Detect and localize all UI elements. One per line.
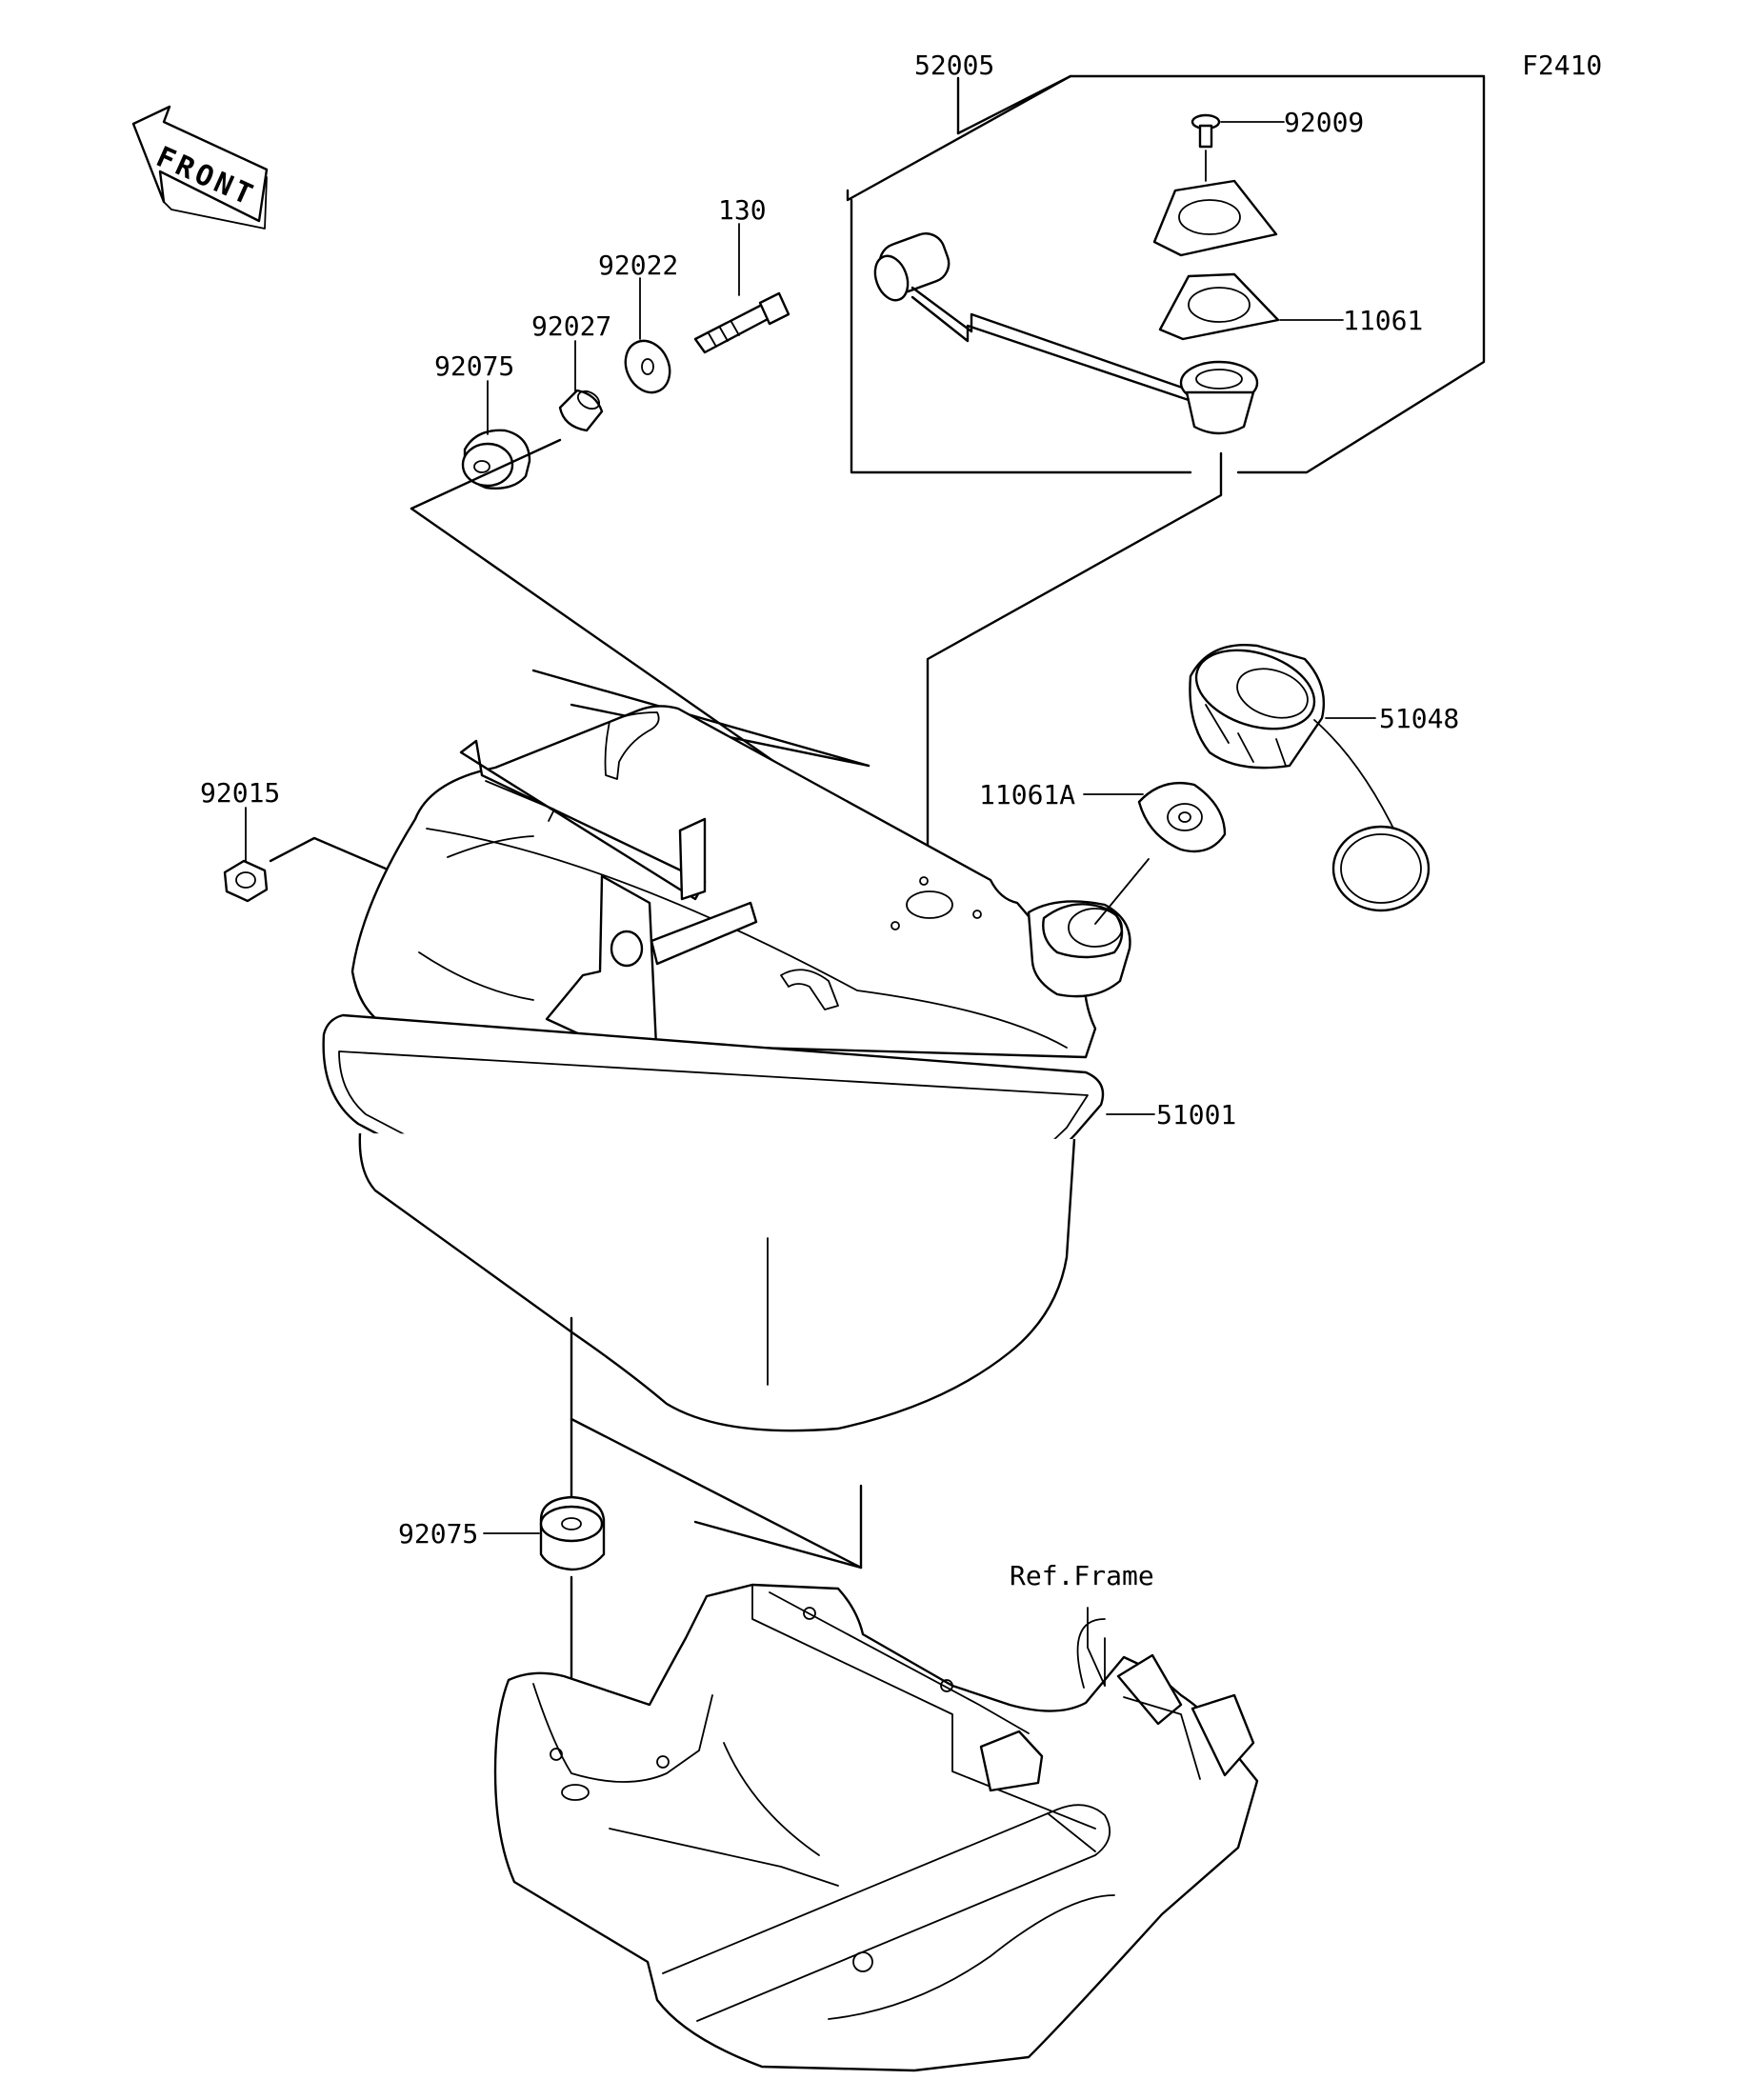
- sender-unit-group-box: [846, 74, 1486, 474]
- callout-92075-top: 92075: [434, 350, 514, 382]
- sender-plate: [1152, 179, 1278, 257]
- callout-51001: 51001: [1156, 1099, 1236, 1130]
- screw-92009: [1191, 113, 1285, 182]
- washer-92022: [624, 277, 671, 394]
- figure-code: F2410: [1522, 50, 1602, 81]
- callout-92022: 92022: [598, 250, 678, 281]
- collar-92027: [558, 340, 604, 432]
- bolt-130: [693, 223, 790, 354]
- fuel-tank-51001: [322, 705, 1131, 1432]
- callout-92075-bottom: 92075: [398, 1518, 478, 1550]
- frame-reference: [493, 1583, 1259, 2072]
- ref-frame-label: Ref.Frame: [1010, 1560, 1154, 1591]
- fuel-cap-51048: [1189, 644, 1431, 912]
- callout-130: 130: [718, 194, 767, 226]
- fuel-level-sender: [873, 232, 1259, 435]
- gasket-11061: [1158, 272, 1344, 341]
- callout-11061A: 11061A: [979, 779, 1075, 810]
- damper-92075-top: [461, 380, 531, 490]
- gasket-11061A: [1083, 781, 1227, 853]
- front-arrow-icon: FRONT: [131, 105, 269, 230]
- callout-92015: 92015: [200, 777, 280, 809]
- callout-11061: 11061: [1343, 305, 1423, 336]
- callout-52005: 52005: [914, 50, 994, 81]
- callout-51048: 51048: [1379, 703, 1459, 734]
- callout-92027: 92027: [531, 310, 611, 342]
- callout-92009: 92009: [1284, 107, 1364, 138]
